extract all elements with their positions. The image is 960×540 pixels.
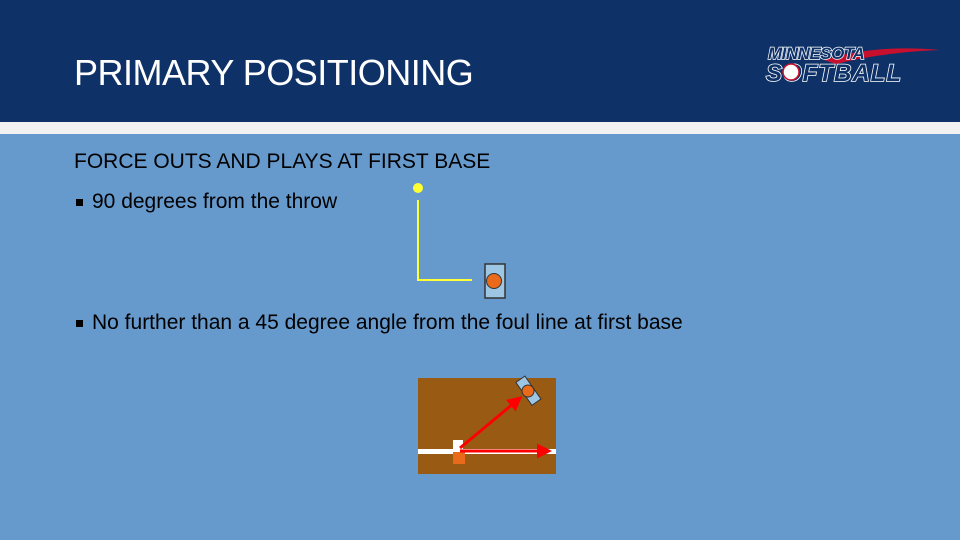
angle-arrow-45deg	[459, 396, 523, 450]
fielder-icon	[486, 273, 502, 289]
logo-line1: MINNESOTA	[768, 44, 864, 63]
logo-swoosh	[824, 48, 940, 64]
slide-header	[0, 0, 960, 122]
bullet-item: No further than a 45 degree angle from t…	[74, 311, 683, 335]
throw-right-angle-line	[417, 200, 472, 281]
bullet-item: 90 degrees from the throw	[74, 190, 337, 214]
first-base-icon	[453, 440, 463, 450]
bullet-text: 90 degrees from the throw	[92, 190, 338, 213]
logo-softball-icon	[782, 63, 800, 81]
fielder-position	[515, 375, 542, 407]
throw-angle-diagram	[413, 183, 506, 299]
slide-title: PRIMARY POSITIONING	[74, 52, 474, 93]
bullet-marker-icon	[76, 198, 83, 206]
runner-icon	[453, 452, 465, 464]
fielder-icon	[521, 384, 535, 398]
foul-line-angle-diagram	[418, 375, 556, 474]
section-heading: FORCE OUTS AND PLAYS AT FIRST BASE	[74, 150, 491, 173]
bullet-text: No further than a 45 degree angle from t…	[92, 311, 683, 334]
header-divider	[0, 122, 960, 134]
minnesota-softball-logo: MINNESOTA SOFTBALL	[765, 43, 940, 86]
ball-icon	[413, 183, 423, 193]
bullet-marker-icon	[76, 319, 83, 327]
